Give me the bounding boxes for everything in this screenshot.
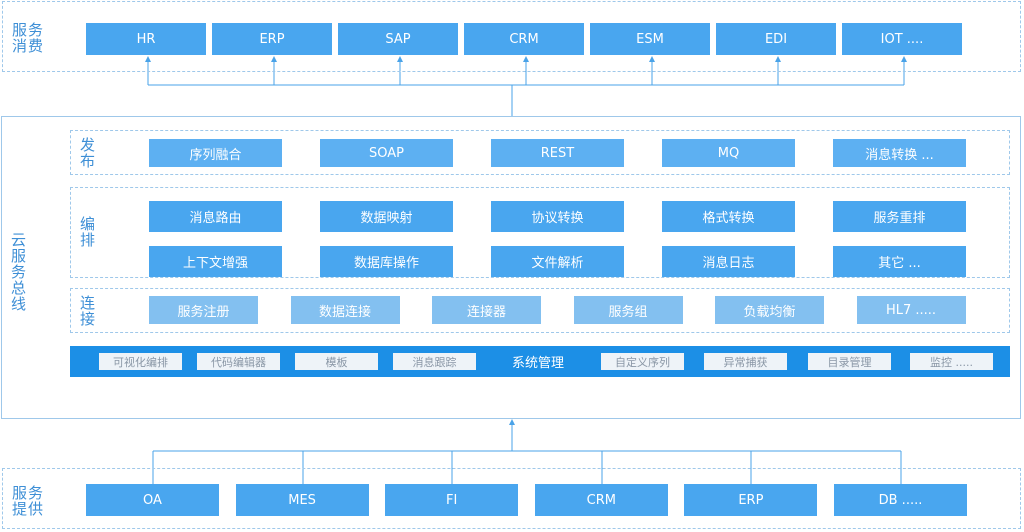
connect-box-6: HL7 ..... (856, 296, 966, 324)
connect-group (70, 288, 1010, 333)
management-chip-right-3: 目录管理 (808, 353, 891, 370)
management-chip-left-4: 消息跟踪 (393, 353, 476, 370)
management-chip-right-4: 监控 ..... (910, 353, 993, 370)
publish-box-3: REST (491, 139, 624, 167)
orchestrate-box-2-3: 文件解析 (491, 246, 624, 277)
publish-label: 发布 (80, 136, 97, 170)
management-chip-left-1: 可视化编排 (99, 353, 182, 370)
orchestrate-box-2-4: 消息日志 (662, 246, 795, 277)
consumer-box-5: ESM (590, 23, 710, 55)
provider-section (2, 468, 1021, 529)
orchestrate-box-4: 格式转换 (662, 201, 795, 232)
publish-box-5: 消息转换 ... (833, 139, 966, 167)
publish-group (70, 130, 1010, 175)
management-chip-right-1: 自定义序列 (601, 353, 684, 370)
publish-box-4: MQ (662, 139, 795, 167)
publish-box-2: SOAP (320, 139, 453, 167)
orchestrate-box-3: 协议转换 (491, 201, 624, 232)
orchestrate-box-2: 数据映射 (320, 201, 453, 232)
bus-section (1, 116, 1021, 419)
orchestrate-box-2-1: 上下文增强 (149, 246, 282, 277)
consumer-label: 服务消费 (12, 21, 45, 55)
orchestrate-box-1: 消息路由 (149, 201, 282, 232)
consumer-box-2: ERP (212, 23, 332, 55)
provider-label: 服务提供 (12, 484, 45, 518)
consumer-box-7: IOT .... (842, 23, 962, 55)
connect-label: 连接 (80, 294, 97, 328)
connect-box-3: 连接器 (432, 296, 541, 324)
management-chip-left-2: 代码编辑器 (197, 353, 280, 370)
provider-box-5: ERP (684, 484, 818, 516)
provider-box-3: FI (385, 484, 519, 516)
publish-box-1: 序列融合 (149, 139, 282, 167)
orchestrate-box-2-2: 数据库操作 (320, 246, 453, 277)
provider-box-4: CRM (534, 484, 668, 516)
provider-box-2: MES (235, 484, 369, 516)
management-chip-left-3: 模板 (295, 353, 378, 370)
provider-box-6: DB ..... (834, 484, 967, 516)
management-chip-right-2: 异常捕获 (704, 353, 787, 370)
connect-box-4: 服务组 (573, 296, 683, 324)
orchestrate-label: 编排 (80, 215, 97, 249)
consumer-box-1: HR (86, 23, 206, 55)
connect-box-1: 服务注册 (149, 296, 258, 324)
management-title: 系统管理 (512, 356, 565, 371)
consumer-box-3: SAP (338, 23, 458, 55)
consumer-box-6: EDI (716, 23, 836, 55)
connect-box-5: 负载均衡 (715, 296, 824, 324)
connect-box-2: 数据连接 (290, 296, 400, 324)
consumer-box-4: CRM (464, 23, 584, 55)
consumer-section (2, 1, 1021, 72)
orchestrate-box-2-5: 其它 ... (833, 246, 966, 277)
orchestrate-group (70, 187, 1010, 278)
orchestrate-box-5: 服务重排 (833, 201, 966, 232)
provider-box-1: OA (86, 484, 219, 516)
bus-label: 云服务总线 (11, 231, 28, 313)
